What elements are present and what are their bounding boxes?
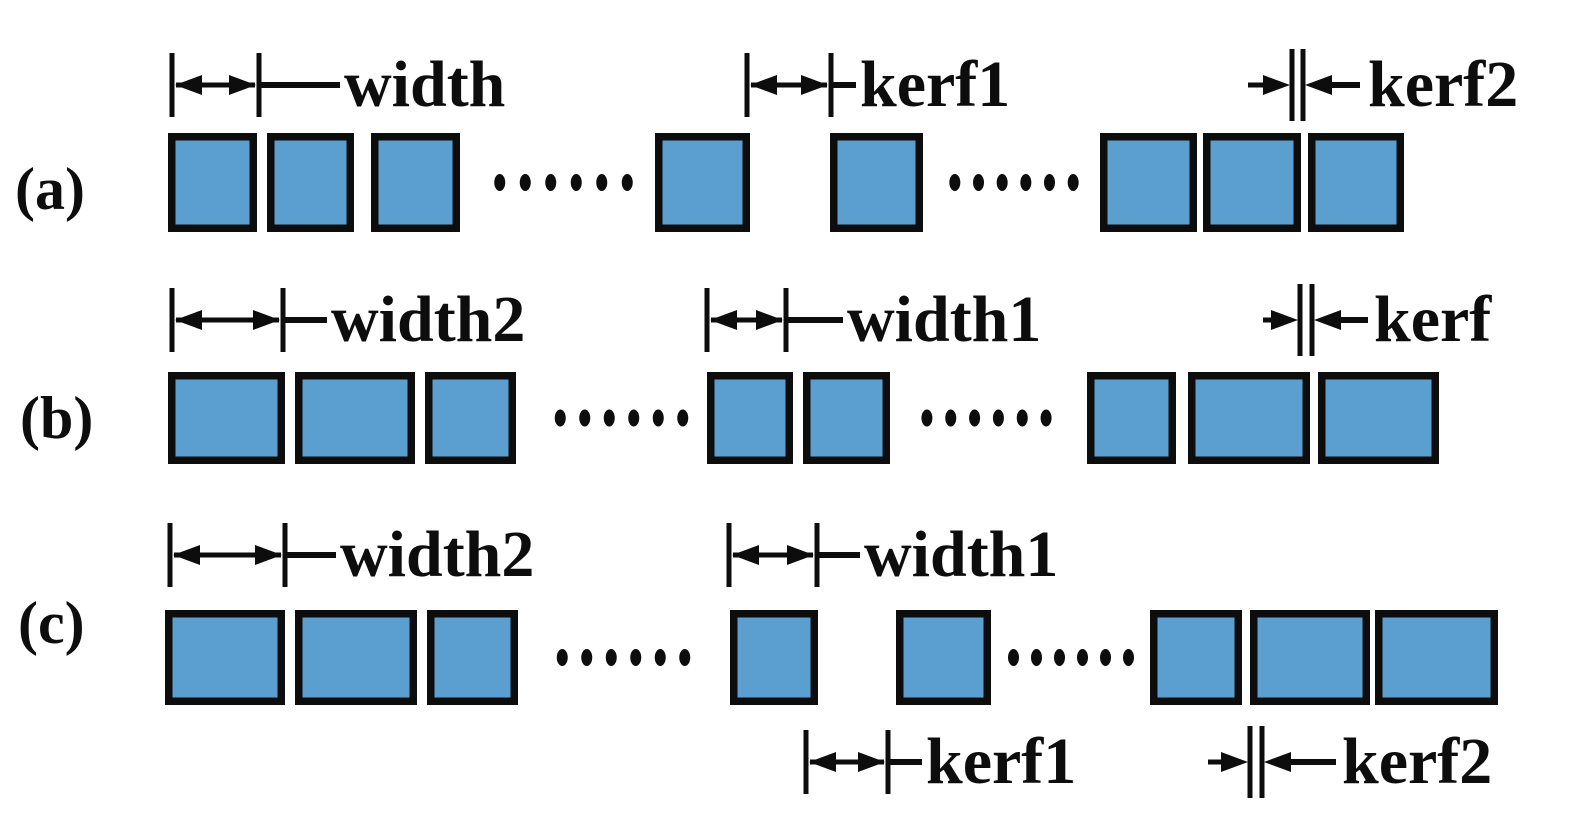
row-b-square-2 (295, 372, 415, 464)
row-a-ellipsis-dot (621, 174, 633, 191)
row-b-square-6 (1087, 372, 1176, 464)
row-c-ellipsis-dot (679, 649, 691, 666)
row-c-dim-width1-label: width1 (864, 518, 1058, 591)
row-c-ellipsis-dot (1031, 649, 1042, 666)
row-c-dim-kerf1-label: kerf1 (926, 725, 1076, 798)
row-b-ellipsis-dot (603, 409, 615, 427)
row-b-square-5 (803, 372, 890, 464)
row-b-dim-width2-arrowhead-right (253, 310, 280, 330)
row-a-ellipsis-dot (519, 174, 531, 191)
row-a-ellipsis-dot (494, 174, 506, 191)
row-a-dim-width-arrowhead-left (175, 75, 202, 95)
row-b-square-4 (707, 372, 793, 464)
row-c-square-5 (896, 610, 991, 705)
row-a-ellipsis-dot (545, 174, 557, 191)
row-c-ellipsis-dot (1054, 649, 1065, 666)
row-c-ellipsis-dot (1077, 649, 1088, 666)
row-a-square-3 (371, 133, 460, 232)
row-a-ellipsis-dot (949, 174, 961, 191)
row-a-ellipsis-dot (1067, 174, 1079, 191)
row-b-ellipsis-dot (677, 409, 689, 427)
row-a-dim-kerf2-arrowhead-in (1263, 75, 1290, 95)
row-c-square-2 (295, 610, 417, 705)
row-c-dim-kerf2-arrowhead-in (1221, 752, 1248, 772)
row-c-dim-kerf1-arrowhead-right (858, 752, 885, 772)
row-c-square-8 (1375, 610, 1498, 705)
row-a-ellipsis-dot (596, 174, 608, 191)
row-b-dim-kerf-label: kerf (1374, 283, 1492, 356)
row-a-ellipsis-dot (996, 174, 1008, 191)
row-c-square-6 (1150, 610, 1242, 705)
row-c-ellipsis-dot (556, 649, 568, 666)
row-c-dim-width2-arrowhead-left (173, 545, 200, 565)
row-b-ellipsis-dot (1016, 409, 1028, 427)
row-a-square-8 (1308, 133, 1404, 232)
row-a-square-5 (830, 133, 923, 232)
row-b-ellipsis-dot (652, 409, 664, 427)
row-a-dim-kerf1-arrowhead-right (801, 75, 828, 95)
row-c-ellipsis-dot (1123, 649, 1134, 666)
row-b-dim-kerf-arrowhead-out (1314, 310, 1341, 330)
row-b-square-1 (168, 372, 285, 464)
row-c-dim-width2-arrowhead-right (255, 545, 282, 565)
row-c-square-3 (427, 610, 518, 705)
row-a-square-4 (655, 133, 750, 232)
row-b-dim-width2-arrowhead-left (175, 310, 202, 330)
row-a-dim-kerf2-label: kerf2 (1368, 48, 1518, 121)
row-c-ellipsis-dot (630, 649, 642, 666)
row-b-ellipsis-dot (992, 409, 1004, 427)
row-a-square-7 (1203, 133, 1301, 232)
row-c-ellipsis-dot (1008, 649, 1019, 666)
row-a-dim-width-arrowhead-right (229, 75, 256, 95)
row-a-dim-kerf1-arrowhead-left (750, 75, 777, 95)
row-c-ellipsis-dot (654, 649, 666, 666)
row-c-dim-width1-arrowhead-right (787, 545, 814, 565)
row-b-dim-width2-label: width2 (331, 283, 525, 356)
row-a-ellipsis-dot (973, 174, 984, 191)
row-a-square-1 (168, 133, 257, 232)
row-c-dim-kerf2-arrowhead-out (1264, 752, 1291, 772)
row-a-ellipsis-dot (1044, 174, 1055, 191)
row-c-ellipsis-dot (605, 649, 617, 666)
row-c-dim-width2-label: width2 (340, 518, 534, 591)
row-c-square-4 (730, 610, 818, 705)
row-b-dim-width1-label: width1 (847, 283, 1041, 356)
row-b-ellipsis-dot (628, 409, 640, 427)
row-b-dim-kerf-arrowhead-in (1271, 310, 1298, 330)
row-b-ellipsis-dot (945, 409, 957, 427)
row-b-square-8 (1318, 372, 1439, 464)
row-a-ellipsis-dot (1020, 174, 1032, 191)
row-b-dim-width1-arrowhead-right (756, 310, 783, 330)
row-b-square-7 (1188, 372, 1310, 464)
row-b-dim-width1-arrowhead-left (710, 310, 737, 330)
row-a-dim-width-label: width (344, 48, 505, 121)
row-b-ellipsis-dot (969, 409, 981, 427)
row-b-ellipsis-dot (921, 409, 933, 427)
row-c-dim-kerf1-arrowhead-left (809, 752, 836, 772)
row-c-dim-kerf2-label: kerf2 (1342, 725, 1492, 798)
row-a-label: (a) (15, 156, 85, 222)
row-c-ellipsis-dot (581, 649, 593, 666)
row-a-square-6 (1100, 133, 1197, 232)
row-b-label: (b) (20, 385, 93, 451)
row-c-dim-width1-arrowhead-left (732, 545, 759, 565)
row-c-ellipsis-dot (1100, 649, 1111, 666)
row-a-dim-kerf2-arrowhead-out (1305, 75, 1332, 95)
row-a-square-2 (267, 133, 354, 232)
row-c-square-7 (1250, 610, 1370, 705)
row-c-square-1 (165, 610, 285, 705)
row-a-ellipsis-dot (570, 174, 582, 191)
row-c-label: (c) (18, 590, 85, 656)
row-b-ellipsis-dot (554, 409, 566, 427)
row-b-ellipsis-dot (579, 409, 591, 427)
row-b-square-3 (425, 372, 516, 464)
row-a-dim-kerf1-label: kerf1 (860, 48, 1010, 121)
row-b-ellipsis-dot (1040, 409, 1052, 427)
